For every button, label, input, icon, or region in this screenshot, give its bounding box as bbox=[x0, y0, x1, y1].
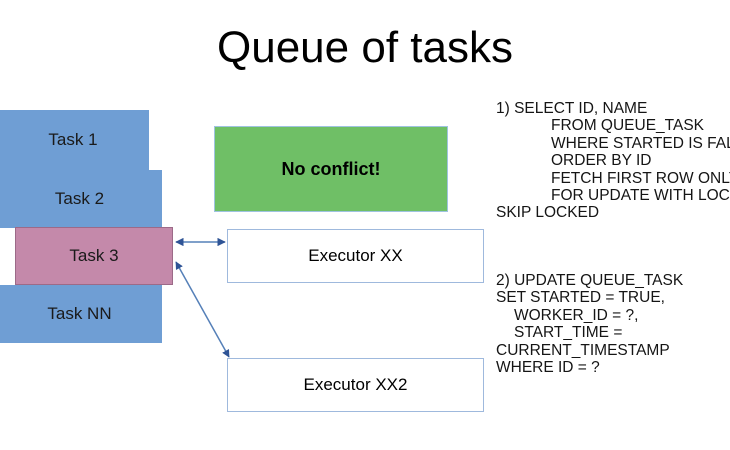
sql-update-line-3: WORKER_ID = ?, bbox=[514, 306, 639, 324]
sql-select-line-3: WHERE STARTED IS FALSE bbox=[551, 134, 730, 152]
sql-update-line-1: 2) UPDATE QUEUE_TASK bbox=[496, 272, 684, 289]
task-box-1-label: Task 1 bbox=[48, 130, 98, 149]
sql-select-line-7: SKIP LOCKED bbox=[496, 204, 600, 222]
sql-update-line-5: CURRENT_TIMESTAMP bbox=[496, 341, 670, 359]
executor-box-xx2-label: Executor XX2 bbox=[303, 375, 408, 394]
executor-box-xx-label: Executor XX bbox=[308, 246, 403, 265]
task-box-1[interactable]: Task 1 bbox=[0, 110, 149, 170]
sql-update-line-6: WHERE ID = ? bbox=[496, 359, 600, 377]
executor-box-xx2[interactable]: Executor XX2 bbox=[227, 358, 484, 412]
sql-select-line-6: FOR UPDATE WITH LOCK bbox=[551, 187, 730, 205]
sql-select-line-4: ORDER BY ID bbox=[551, 152, 652, 170]
task-box-2[interactable]: Task 2 bbox=[0, 170, 162, 228]
no-conflict-label: No conflict! bbox=[281, 158, 381, 179]
arrow-task3-to-executor-xx2 bbox=[175, 261, 230, 358]
task-box-2-label: Task 2 bbox=[54, 189, 105, 208]
page-title: Queue of tasks bbox=[217, 23, 513, 72]
sql-select-line-5: FETCH FIRST ROW ONLY bbox=[551, 169, 730, 187]
task-box-nn[interactable]: Task NN bbox=[0, 285, 162, 343]
task-box-3-selected[interactable]: Task 3 bbox=[15, 227, 173, 285]
task-box-nn-label: Task NN bbox=[47, 304, 112, 323]
sql-select-line-2: FROM QUEUE_TASK bbox=[551, 117, 705, 135]
no-conflict-banner: No conflict! bbox=[214, 126, 448, 212]
sql-update-line-2: SET STARTED = TRUE, bbox=[496, 289, 665, 307]
task-box-3-label: Task 3 bbox=[69, 246, 119, 265]
executor-box-xx[interactable]: Executor XX bbox=[227, 229, 484, 283]
sql-select-line-1: 1) SELECT ID, NAME bbox=[496, 100, 648, 117]
sql-update-line-4: START_TIME = bbox=[514, 324, 623, 342]
